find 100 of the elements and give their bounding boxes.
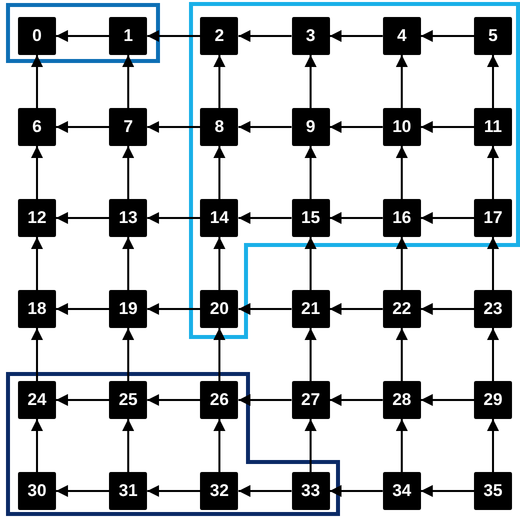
node-box: [109, 17, 148, 55]
node-box: [474, 199, 512, 237]
node-number: 10: [392, 117, 412, 137]
arrow: [487, 237, 499, 290]
arrow: [213, 55, 226, 108]
arrow: [122, 328, 134, 381]
arrow: [304, 419, 317, 472]
arrow: [56, 394, 110, 406]
node-number: 35: [484, 481, 502, 501]
arrow: [31, 237, 43, 290]
arrow: [147, 30, 200, 42]
arrow: [487, 146, 499, 199]
arrow: [420, 485, 474, 497]
arrow: [213, 328, 226, 381]
node-box: [474, 381, 512, 419]
node-box: [382, 381, 421, 419]
arrow: [487, 328, 499, 381]
arrow: [420, 394, 474, 406]
node-box: [474, 290, 512, 328]
node-box: [109, 108, 148, 146]
arrow: [56, 121, 110, 133]
arrow: [238, 121, 292, 133]
arrow: [396, 55, 408, 108]
arrow: [31, 146, 43, 199]
node-number: 24: [28, 390, 46, 410]
node-box: [200, 17, 238, 55]
arrow: [56, 30, 110, 42]
arrow: [56, 485, 110, 497]
arrow: [122, 419, 134, 472]
arrow: [330, 485, 383, 497]
arrow: [56, 303, 110, 315]
arrow: [213, 146, 226, 199]
node-box: [292, 472, 330, 510]
arrow: [420, 30, 474, 42]
node-box: [18, 17, 56, 55]
node-box: [18, 381, 56, 419]
node-number: 6: [32, 117, 42, 137]
node-box: [382, 472, 421, 510]
node-number: 13: [118, 208, 138, 228]
arrow: [396, 328, 408, 381]
arrow: [147, 212, 200, 224]
node-box: [292, 108, 330, 146]
arrow: [238, 485, 292, 497]
arrow: [122, 146, 134, 199]
arrow: [147, 485, 200, 497]
node-number: 22: [392, 299, 412, 319]
node-box: [200, 108, 238, 146]
node-number: 29: [484, 390, 502, 410]
arrow: [304, 55, 317, 108]
arrow: [304, 237, 317, 290]
node-box: [18, 472, 56, 510]
node-number: 8: [214, 117, 224, 137]
arrow: [31, 328, 43, 381]
node-box: [109, 381, 148, 419]
node-number: 28: [392, 390, 412, 410]
arrow: [147, 121, 200, 133]
node-box: [200, 199, 238, 237]
node-box: [200, 290, 238, 328]
node-box: [382, 17, 421, 55]
node-box: [292, 17, 330, 55]
node-number: 32: [210, 481, 229, 501]
node-number: 31: [118, 481, 138, 501]
node-number: 12: [28, 208, 46, 228]
arrow: [420, 121, 474, 133]
arrow: [330, 30, 383, 42]
node-box: [109, 472, 148, 510]
arrow: [213, 237, 226, 290]
arrow: [238, 30, 292, 42]
node-number: 4: [397, 26, 407, 46]
node-number: 34: [392, 481, 412, 501]
arrow: [330, 303, 383, 315]
node-number: 20: [210, 299, 229, 319]
node-number: 16: [392, 208, 412, 228]
node-number: 0: [32, 26, 42, 46]
node-number: 30: [28, 481, 46, 501]
node-number: 9: [306, 117, 316, 137]
arrow: [330, 121, 383, 133]
node-box: [200, 381, 238, 419]
node-box: [109, 199, 148, 237]
node-box: [200, 472, 238, 510]
arrow: [330, 394, 383, 406]
node-box: [382, 199, 421, 237]
arrow: [56, 212, 110, 224]
node-number: 5: [488, 26, 498, 46]
arrow: [420, 212, 474, 224]
node-box: [18, 108, 56, 146]
node-number: 23: [484, 299, 502, 319]
arrow: [147, 303, 200, 315]
arrow: [213, 419, 226, 472]
node-box: [382, 290, 421, 328]
node-number: 11: [484, 117, 502, 137]
arrow: [122, 237, 134, 290]
node-box: [292, 381, 330, 419]
node-number: 17: [484, 208, 502, 228]
arrow: [487, 419, 499, 472]
arrow: [396, 419, 408, 472]
node-number: 3: [306, 26, 316, 46]
node-box: [18, 290, 56, 328]
node-number: 7: [123, 117, 133, 137]
node-number: 33: [301, 481, 320, 501]
